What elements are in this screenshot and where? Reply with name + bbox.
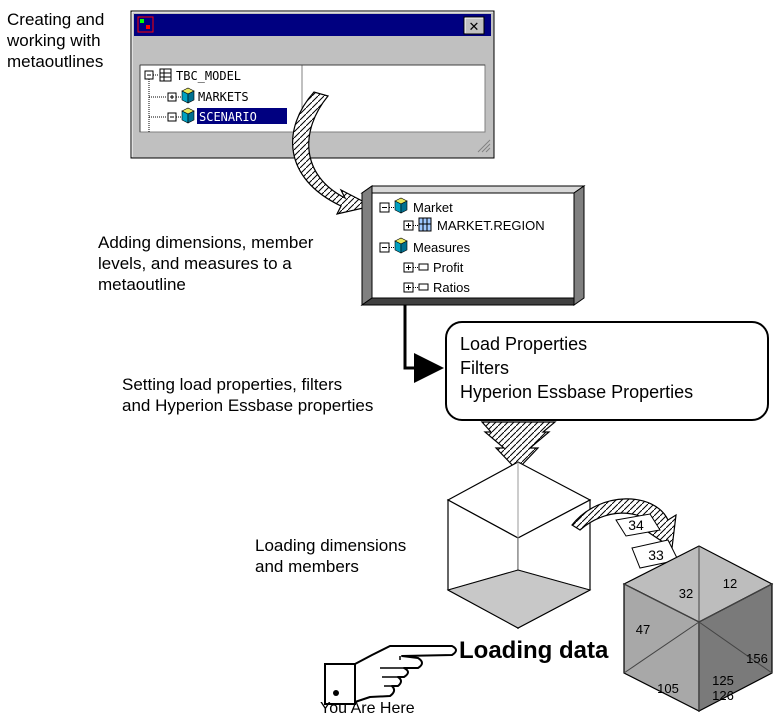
properties-line: Filters — [460, 358, 509, 378]
flow-arrow-down — [480, 421, 557, 471]
outline-item-label: Market — [413, 200, 453, 215]
data-cube: 32 12 47 105 156 125 126 — [622, 545, 774, 712]
tree-item-markets[interactable]: MARKETS — [149, 87, 249, 104]
dimension-icon — [394, 237, 408, 254]
outline-item-label: Ratios — [433, 280, 470, 295]
outline-item-label: MARKET.REGION — [437, 218, 545, 233]
properties-line: Hyperion Essbase Properties — [460, 382, 693, 402]
cube-value: 105 — [657, 681, 679, 696]
caption-load-dims: Loading dimensions and members — [255, 536, 407, 576]
cube-value: 12 — [723, 576, 737, 591]
dimension-icon — [394, 197, 408, 214]
flow-arrow-1 — [292, 91, 374, 215]
detail-pane[interactable] — [301, 64, 486, 133]
pointing-hand-icon — [324, 645, 457, 705]
outline-item[interactable]: Market — [379, 197, 453, 215]
resize-grip-icon[interactable] — [477, 139, 491, 153]
outline-item[interactable]: Profit — [403, 260, 464, 275]
dimension-icon — [181, 107, 195, 124]
properties-box: Load Properties Filters Hyperion Essbase… — [445, 321, 769, 421]
cube-value: 126 — [712, 688, 734, 703]
close-icon: ✕ — [469, 20, 480, 35]
tree-item-label: SCENARIO — [199, 110, 257, 124]
tree-item-label: MARKETS — [198, 90, 249, 104]
caption-props: Setting load properties, filters and Hyp… — [122, 375, 374, 415]
outline-item[interactable]: Measures — [379, 237, 471, 255]
dimension-cube — [446, 461, 592, 630]
window-titlebar — [134, 14, 491, 36]
member-icon — [418, 283, 429, 291]
connector-arrow — [403, 305, 444, 383]
outline-item[interactable]: Ratios — [403, 280, 470, 295]
app-icon — [137, 16, 154, 33]
table-icon — [159, 68, 172, 82]
cube-value: 32 — [679, 586, 693, 601]
close-button[interactable]: ✕ — [463, 16, 485, 35]
tree-root[interactable]: TBC_MODEL — [144, 68, 241, 83]
caption-add: Adding dimensions, member levels, and me… — [98, 233, 314, 294]
caption-you-are-here: You Are Here — [320, 700, 415, 717]
cube-value: 156 — [746, 651, 768, 666]
arrow-number: 34 — [628, 517, 644, 533]
caption-create: Creating and working with metaoutlines — [7, 10, 105, 71]
cube-value: 125 — [712, 673, 734, 688]
member-icon — [418, 263, 429, 271]
caption-load-data: Loading data — [459, 637, 609, 664]
arrow-number: 33 — [648, 547, 664, 563]
tree-item-scenario[interactable]: SCENARIO — [149, 107, 287, 124]
dimension-icon — [181, 87, 195, 104]
outline-item-label: Profit — [433, 260, 464, 275]
outline-item-label: Measures — [413, 240, 471, 255]
outline-item[interactable]: MARKET.REGION — [403, 217, 545, 233]
metaoutline-window: ✕ TBC_MODEL — [130, 10, 495, 159]
level-icon — [418, 217, 432, 232]
tree-root-label: TBC_MODEL — [176, 69, 241, 83]
properties-line: Load Properties — [460, 334, 587, 354]
cube-value: 47 — [636, 622, 650, 637]
